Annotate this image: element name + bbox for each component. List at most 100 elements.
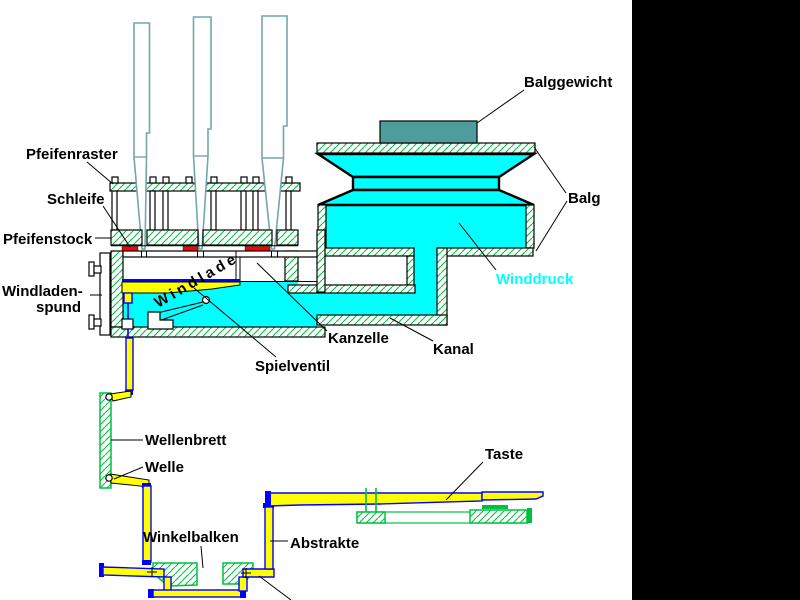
spring-rack-step <box>147 311 174 330</box>
keyboard-assembly <box>265 488 544 524</box>
label-balg: Balg <box>568 190 601 207</box>
pallet-valve-assembly <box>121 251 241 341</box>
leader-winkelbalken <box>200 545 204 569</box>
label-spielventil: Spielventil <box>255 358 330 375</box>
winkel-right-horizontal-arm <box>242 568 275 578</box>
lower-tracker <box>142 485 152 563</box>
leader-pfeifenraster <box>86 161 114 185</box>
leader-welle <box>113 466 144 480</box>
pipe-1 <box>133 22 151 250</box>
wellenbrett-board <box>99 392 112 489</box>
key-frame-end-cap <box>527 508 532 523</box>
upper-tracker <box>125 337 134 391</box>
bottom-tracker <box>152 589 242 598</box>
pipe-3 <box>261 15 288 250</box>
winkel-right-vertical-arm <box>238 576 248 592</box>
bellows-weight <box>379 120 478 144</box>
taste-key-lever <box>267 492 483 507</box>
leader-winddruck <box>458 222 497 271</box>
pfeifenstock-block-2 <box>146 229 199 246</box>
label-kanzelle: Kanzelle <box>328 330 389 347</box>
kanal-top-wall <box>287 284 416 294</box>
channel-left-wall <box>406 255 415 287</box>
table-bores <box>141 251 278 257</box>
windchest-assembly <box>88 229 326 338</box>
pipe-stock-assembly <box>110 229 318 258</box>
label-pfeifenstock: Pfeifenstock <box>3 231 93 248</box>
abstrakte-tracker <box>264 506 274 570</box>
pipe-2 <box>192 16 212 250</box>
bellows-lower-fold <box>317 188 535 207</box>
spund-bolt-bottom-head <box>88 314 95 330</box>
spund-bolt-top-stem <box>93 265 102 274</box>
reservoir-right-wall <box>525 204 535 249</box>
channel-right-wall <box>436 247 448 326</box>
bellows-upper-fold <box>313 152 539 179</box>
label-taste: Taste <box>485 446 523 463</box>
bottom-tracker-left-cap <box>148 589 154 598</box>
bellows-assembly <box>123 120 539 327</box>
valve-spring-arm-1 <box>152 301 204 315</box>
key-felt-bar <box>482 505 508 509</box>
key-frame-right-block <box>469 509 528 524</box>
leader-balg-bottom <box>535 200 568 252</box>
spielventil-valve <box>121 281 241 294</box>
pfeifenstock-block-3 <box>202 229 273 246</box>
pocket-white <box>298 257 317 285</box>
reservoir-wind <box>326 200 526 248</box>
label-wellenbrett: Wellenbrett <box>145 432 226 449</box>
spund-bolt-top-head <box>88 261 95 277</box>
channel-wind <box>414 248 437 315</box>
lower-tracker-bottom-hook <box>142 560 151 565</box>
schleife-slider-2 <box>182 246 199 252</box>
leader-balg-top <box>533 146 567 194</box>
label-balggewicht: Balggewicht <box>524 74 612 91</box>
tracker-action <box>99 337 292 600</box>
valve-spring-eye <box>201 295 211 305</box>
taste-key-tail <box>481 491 544 501</box>
leader-spielventil <box>193 287 277 358</box>
windladenspund-plate <box>99 252 111 336</box>
leader-balggewicht <box>476 89 525 124</box>
windchest-right-wall <box>316 229 326 293</box>
reservoir-bottom-left <box>317 247 415 257</box>
kanal-bottom-wall <box>316 314 448 326</box>
organ-pipes <box>133 15 288 250</box>
leader-kanal <box>389 317 434 342</box>
label-winkelbalken: Winkelbalken <box>143 529 239 546</box>
leader-taste <box>445 461 484 501</box>
bottom-tracker-right-cap <box>240 589 246 598</box>
cutoff-leader-line <box>258 575 292 600</box>
spund-bolt-bottom-stem <box>93 318 102 327</box>
right-black-margin <box>632 0 800 600</box>
welle-roller-bottom <box>105 474 113 482</box>
windchest-left-wall <box>110 250 124 328</box>
label-kanal: Kanal <box>433 341 474 358</box>
reservoir-bottom-right <box>436 247 534 257</box>
valve-leather <box>122 279 240 282</box>
windchest-bottom-board <box>110 326 326 338</box>
key-frame-left-block <box>356 511 386 524</box>
winkel-left-cap <box>99 563 104 577</box>
pfeifenstock-block-4 <box>276 229 299 246</box>
pfeifenstock-block-1 <box>110 229 143 246</box>
label-winddruck: Winddruck <box>496 271 574 288</box>
schleife-slider-3 <box>244 246 271 252</box>
rack-bolts <box>111 176 293 184</box>
leader-kanzelle <box>256 262 328 332</box>
valve-pulldown-bead <box>123 292 133 304</box>
key-front-cap <box>265 491 271 507</box>
schleife-slider-1 <box>121 246 139 252</box>
welle-roller-top <box>105 393 113 401</box>
label-windladenspund-line1: Windladen- <box>2 283 83 300</box>
rack-posts <box>111 190 292 231</box>
label-windladenspund-line2: spund <box>36 299 81 316</box>
wire-guide-block <box>121 318 134 330</box>
bellows-top-board <box>316 142 536 154</box>
kanal-wind <box>298 293 437 315</box>
leader-schleife <box>102 205 131 248</box>
bellows-waist <box>351 175 501 192</box>
label-pfeifenraster: Pfeifenraster <box>26 146 118 163</box>
